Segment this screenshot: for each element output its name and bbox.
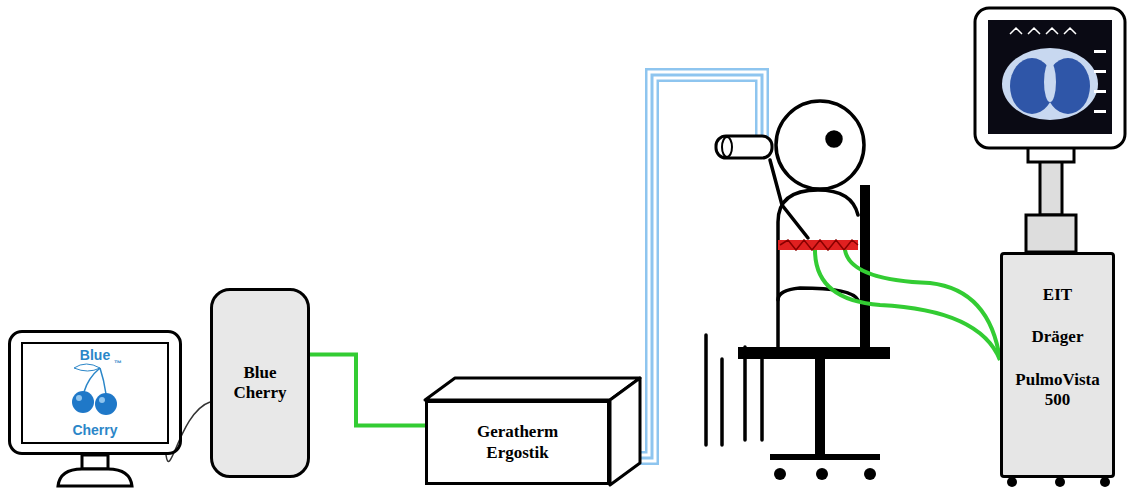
cart-wheels (1007, 477, 1110, 487)
box-side-face (610, 378, 640, 485)
computer-monitor: BlueCherry (8, 330, 182, 455)
node-text: Blue (80, 348, 110, 363)
node-text: Blue Cherry (225, 363, 295, 404)
eit-cable (815, 250, 1000, 360)
electrode-belt (778, 240, 858, 250)
node-text: Cherry (72, 423, 117, 438)
mouthpiece (716, 136, 772, 158)
node-text: Dräger (1032, 327, 1084, 347)
monitor-screen (22, 343, 168, 443)
trademark-label: ™ (114, 360, 122, 369)
cherry-icon (72, 364, 117, 415)
node-text: EIT (1043, 285, 1072, 305)
processing-unit-box: Blue Cherry (210, 288, 310, 478)
box-top-face (425, 378, 640, 400)
person (706, 101, 864, 445)
eit-device-box: EIT DrägerPulmoVista 500 (1000, 252, 1115, 478)
spirometer-box: Geratherm Ergostik (425, 400, 610, 485)
monitor-neck (82, 455, 108, 469)
monitor-base (58, 469, 132, 486)
node-text: PulmoVista 500 (1009, 370, 1106, 411)
breathing-tube (640, 75, 762, 458)
eit-monitor (975, 8, 1125, 252)
signal-cable (310, 355, 425, 426)
node-text: Geratherm Ergostik (458, 422, 578, 463)
